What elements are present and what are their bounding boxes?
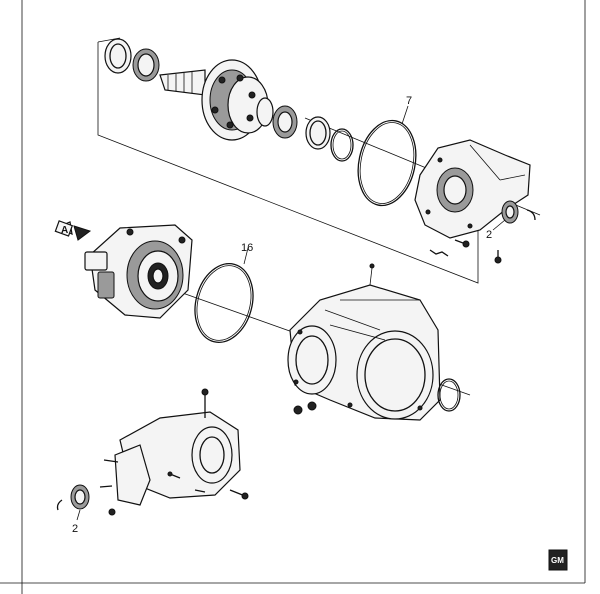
bearing-ring-top bbox=[132, 48, 160, 82]
callout-ring-upper: 7 bbox=[406, 95, 412, 107]
tapered-bearing bbox=[272, 105, 298, 139]
snap-ring bbox=[330, 128, 354, 162]
o-ring-large-middle bbox=[194, 247, 254, 343]
pump-assembly bbox=[84, 224, 193, 319]
svg-text:GM: GM bbox=[551, 556, 564, 565]
callout-ring-middle: 16 bbox=[241, 242, 253, 254]
small-seal-ring-top bbox=[104, 38, 132, 74]
axle-seal-left bbox=[56, 484, 90, 521]
gm-logo: GM bbox=[548, 549, 568, 571]
axle-seal-right bbox=[492, 200, 536, 231]
case-cover-right bbox=[414, 139, 531, 239]
o-ring-large-top bbox=[357, 105, 417, 207]
frame-border bbox=[0, 0, 586, 594]
transmission-housing bbox=[287, 263, 441, 421]
view-a-marker bbox=[54, 220, 92, 241]
differential-gear-assembly bbox=[159, 59, 274, 141]
housing-bolts bbox=[293, 401, 317, 415]
callout-seal-right: 2 bbox=[486, 229, 492, 241]
cover-bolts bbox=[429, 239, 502, 264]
bearing-race-1 bbox=[305, 116, 331, 150]
callout-seal-left: 2 bbox=[72, 523, 78, 535]
valve-body-assembly bbox=[99, 388, 249, 516]
view-a-label: A bbox=[61, 225, 68, 236]
o-ring-small-right bbox=[437, 378, 461, 412]
